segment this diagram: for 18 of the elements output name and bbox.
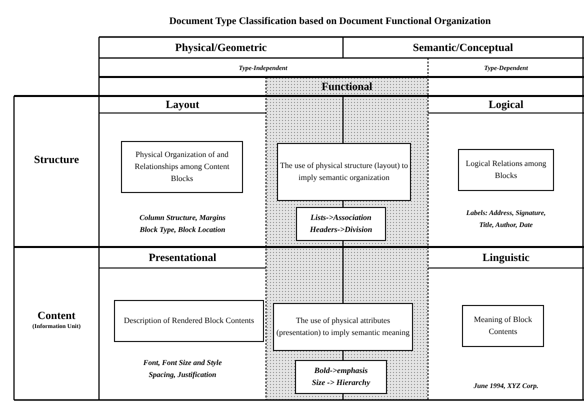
text-box: Lists->Association Headers->Division (296, 207, 386, 241)
cell-text: Functional (320, 80, 374, 94)
cell-text: Semantic/Conceptual (412, 41, 514, 56)
text-box: Logical Relations among Blocks (458, 149, 554, 191)
cell-text: Linguistic (481, 251, 531, 266)
text-box: The use of physical attributes (presentation) to imply semantic meaning (273, 303, 413, 351)
text-box: Bold->emphasis Size -> Hierarchy (295, 360, 387, 394)
text-box: Physical Organization of and Relationships among Content Blocks (121, 141, 243, 193)
cell-text: Physical/Geometric (174, 41, 268, 56)
cell-text: Content (36, 308, 76, 323)
cell-text: Layout (164, 98, 200, 113)
cell-text: Logical (488, 98, 524, 113)
text-box: The use of physical structure (layout) to imply semantic organization (277, 143, 411, 201)
text-box: Description of Rendered Block Contents (114, 300, 264, 342)
diagram-title: Document Type Classification based on Document Functional Organization (168, 14, 492, 28)
cell-text: Structure (32, 153, 80, 168)
cell-text: Presentational (148, 251, 218, 266)
text-box: Meaning of Block Contents (462, 305, 544, 347)
